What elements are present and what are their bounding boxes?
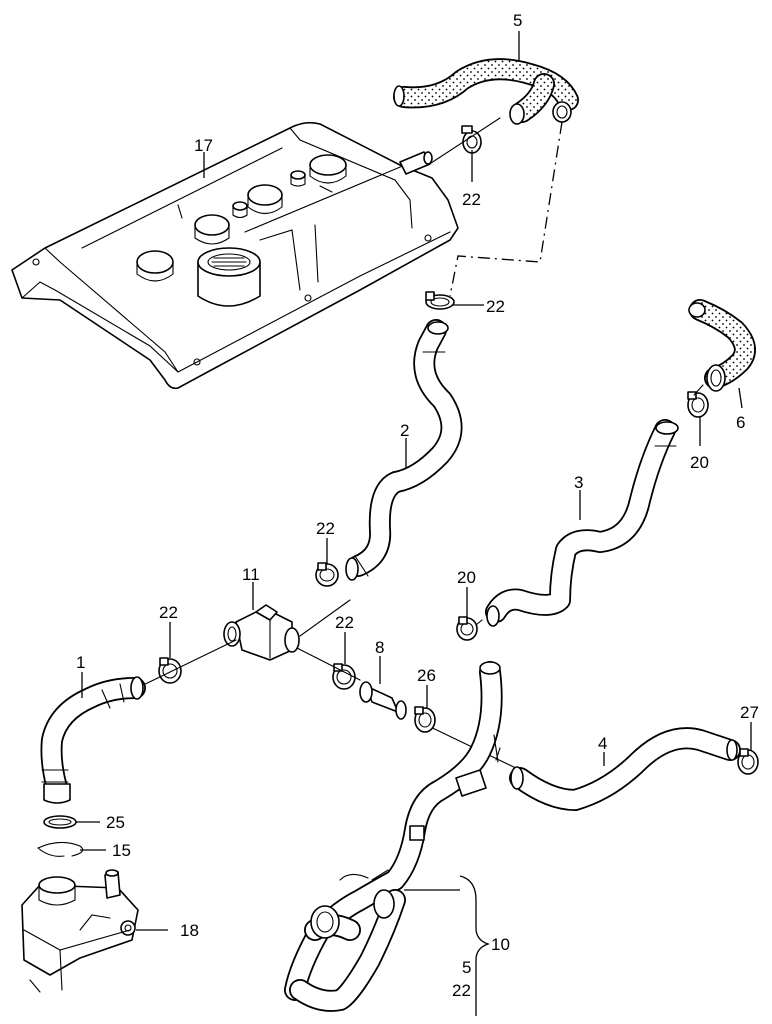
label-22-cover: 22: [462, 190, 481, 209]
callout-labels: 5 17 22 22 2 6 20 3 22 20 11 22 22 8 1 2…: [76, 11, 759, 1000]
hose-3: [485, 419, 679, 627]
cylinder-head-cover: [11, 121, 459, 390]
housing-18: [21, 869, 139, 993]
hose-assembly-10: [284, 661, 503, 1012]
hose-4: [509, 727, 741, 811]
hose-clamp-22-left: [158, 657, 182, 684]
t-piece-11: [223, 604, 300, 661]
label-15: 15: [112, 841, 131, 860]
label-5: 5: [513, 11, 522, 30]
label-18: 18: [180, 921, 199, 940]
label-26: 26: [417, 666, 436, 685]
label-3: 3: [574, 473, 583, 492]
hose-clamp-20-left: [456, 616, 478, 641]
leader-lines: [76, 31, 752, 1016]
label-8: 8: [375, 638, 384, 657]
label-27: 27: [740, 703, 759, 722]
label-10: 10: [491, 935, 510, 954]
hose-clamp-22-cover: [461, 125, 482, 154]
label-11: 11: [242, 565, 260, 584]
hose-2: [345, 319, 463, 581]
hose-1: [40, 676, 146, 804]
hose-clamp-22-upper: [425, 291, 455, 310]
label-1: 1: [76, 653, 85, 672]
label-6: 6: [736, 413, 745, 432]
label-22-mid-lower: 22: [335, 613, 354, 632]
hose-clamp-27: [737, 748, 759, 775]
label-2: 2: [400, 421, 409, 440]
hose-5: [393, 58, 579, 125]
label-25: 25: [106, 813, 125, 832]
label-22-mid-upper: 22: [316, 519, 335, 538]
circlip-15: [37, 841, 84, 857]
label-4: 4: [598, 734, 607, 753]
o-ring-25: [43, 815, 77, 829]
label-20-right: 20: [690, 453, 709, 472]
valve-8: [359, 681, 407, 720]
label-22-upper: 22: [486, 297, 505, 316]
hose-clamp-26: [414, 706, 436, 733]
assembly-line-5-2: [449, 121, 563, 297]
hose-6: [688, 299, 756, 392]
label-22-lower: 22: [452, 981, 471, 1000]
hose-clamp-22-mid-upper: [315, 562, 339, 587]
label-17: 17: [194, 136, 213, 155]
hose-clamp-20-right: [687, 391, 709, 418]
label-22-left: 22: [159, 603, 178, 622]
label-20-left: 20: [457, 568, 476, 587]
label-5-lower: 5: [462, 958, 471, 977]
